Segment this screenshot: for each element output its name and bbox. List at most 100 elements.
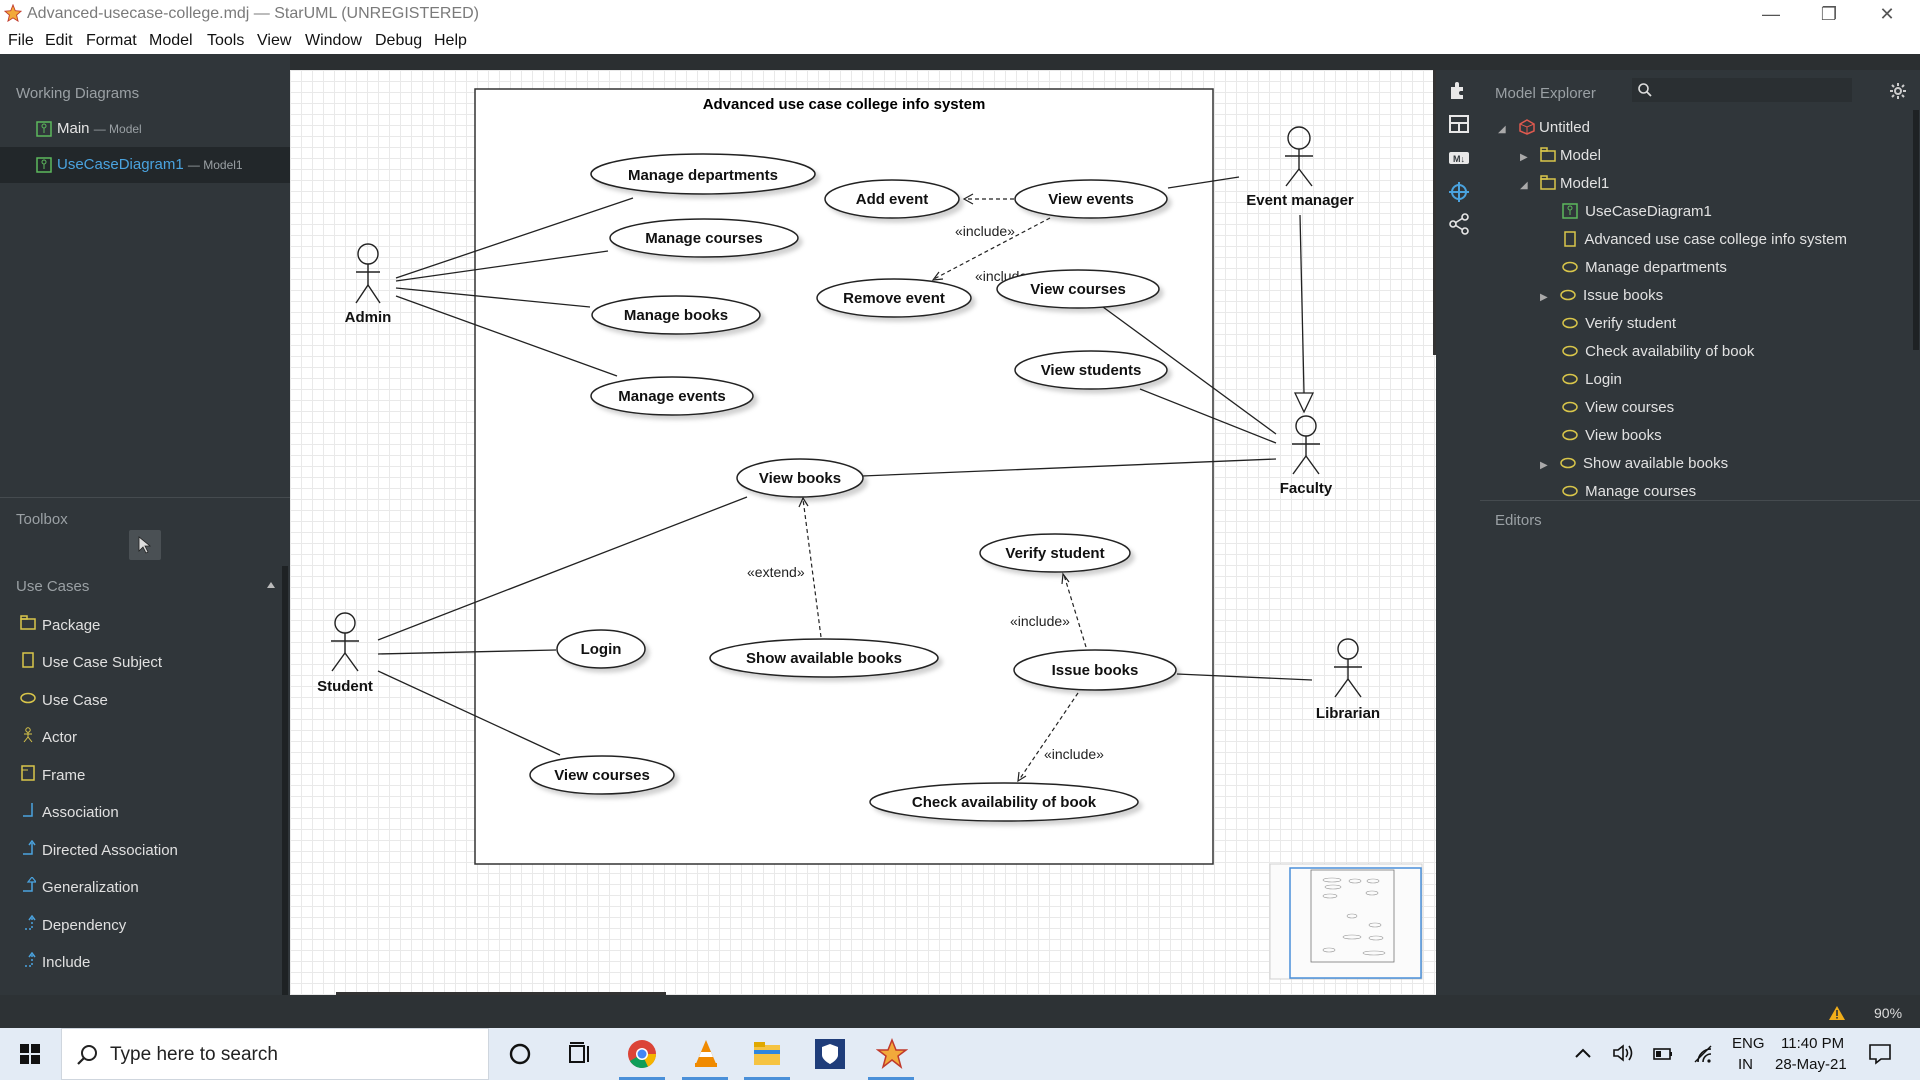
language-indicator-line2[interactable]: IN xyxy=(1738,1056,1753,1073)
menu-debug[interactable]: Debug xyxy=(375,32,423,49)
clock-time[interactable]: 11:40 PM xyxy=(1781,1035,1845,1052)
collapse-up-icon[interactable] xyxy=(266,580,276,590)
chevron-up-icon[interactable] xyxy=(1574,1046,1592,1060)
file-explorer-icon[interactable] xyxy=(751,1038,783,1070)
association-line[interactable] xyxy=(395,197,634,279)
layout-icon[interactable] xyxy=(1448,113,1470,135)
menu-help[interactable]: Help xyxy=(434,32,467,49)
tree-item-manage-departments[interactable]: Manage departments xyxy=(1562,259,1727,276)
windows-start-icon[interactable] xyxy=(20,1044,40,1064)
usecase-add-event[interactable] xyxy=(824,179,960,219)
extend-line[interactable] xyxy=(802,498,822,638)
usecase-view-students[interactable] xyxy=(1014,350,1168,390)
zoom-level[interactable]: 90% xyxy=(1874,1005,1903,1021)
minimize-button[interactable]: — xyxy=(1762,4,1780,24)
association-line[interactable] xyxy=(377,670,561,756)
tool-dependency[interactable]: Dependency xyxy=(0,907,280,943)
tree-item-check-availability[interactable]: Check availability of book xyxy=(1562,343,1754,360)
usecase-login[interactable] xyxy=(556,629,646,669)
staruml-taskbar-icon[interactable] xyxy=(876,1038,908,1070)
taskbar-search-box[interactable]: Type here to search xyxy=(61,1028,489,1080)
association-line[interactable] xyxy=(861,458,1277,477)
markdown-icon[interactable]: M↓ xyxy=(1448,147,1470,169)
tree-item-show-available-books[interactable]: ▶ Show available books xyxy=(1540,455,1728,472)
actor-librarian[interactable] xyxy=(1334,638,1362,698)
tree-item-manage-courses[interactable]: Manage courses xyxy=(1562,483,1696,500)
menu-format[interactable]: Format xyxy=(86,32,137,49)
close-button[interactable]: ✕ xyxy=(1879,4,1895,24)
crosshair-icon[interactable] xyxy=(1448,181,1470,203)
volume-icon[interactable] xyxy=(1612,1043,1634,1063)
usecase-manage-departments[interactable] xyxy=(590,153,816,195)
usecase-view-events[interactable] xyxy=(1014,179,1168,219)
defender-icon[interactable] xyxy=(814,1038,846,1070)
tool-association[interactable]: Association xyxy=(0,794,280,830)
tree-item-login[interactable]: Login xyxy=(1562,371,1622,388)
horizontal-scrollbar[interactable] xyxy=(336,992,666,995)
cortana-icon[interactable] xyxy=(504,1038,536,1070)
usecase-remove-event[interactable] xyxy=(816,278,972,318)
gear-icon[interactable] xyxy=(1890,83,1906,99)
collapsed-arrow-icon[interactable]: ▶ xyxy=(1540,292,1548,303)
maximize-button[interactable]: ❐ xyxy=(1820,4,1838,24)
chrome-icon[interactable] xyxy=(626,1038,658,1070)
collapsed-arrow-icon[interactable]: ▶ xyxy=(1540,460,1548,471)
usecase-view-courses-student[interactable] xyxy=(529,755,675,795)
association-line[interactable] xyxy=(395,295,618,377)
association-line[interactable] xyxy=(1139,388,1277,444)
include-line[interactable] xyxy=(1018,692,1079,781)
association-line[interactable] xyxy=(1167,176,1240,189)
share-icon[interactable] xyxy=(1448,213,1470,235)
vlc-icon[interactable] xyxy=(690,1038,722,1070)
toolbox-scrollbar[interactable] xyxy=(282,566,288,998)
minimap[interactable] xyxy=(1269,863,1423,980)
diagram-canvas[interactable]: Advanced use case college info system xyxy=(290,70,1436,995)
tool-package[interactable]: Package xyxy=(0,607,280,643)
tree-item-view-courses[interactable]: View courses xyxy=(1562,399,1674,416)
generalization-line[interactable] xyxy=(1299,214,1305,394)
warning-icon[interactable] xyxy=(1828,1005,1846,1021)
tree-item-untitled[interactable]: ◢ Untitled xyxy=(1498,119,1590,136)
tool-directed-association[interactable]: Directed Association xyxy=(0,832,280,868)
usecase-issue-books[interactable] xyxy=(1013,649,1177,691)
actor-faculty[interactable] xyxy=(1292,415,1320,475)
include-line[interactable] xyxy=(933,217,1051,280)
tree-item-model1[interactable]: ◢ Model1 xyxy=(1520,175,1609,192)
tree-item-subject[interactable]: Advanced use case college info system xyxy=(1562,231,1847,248)
battery-icon[interactable] xyxy=(1652,1044,1674,1062)
actor-admin[interactable] xyxy=(355,243,381,304)
association-line[interactable] xyxy=(1176,673,1313,681)
select-tool-button[interactable] xyxy=(129,530,161,560)
menu-model[interactable]: Model xyxy=(149,32,193,49)
association-line[interactable] xyxy=(395,250,609,282)
tree-item-view-books[interactable]: View books xyxy=(1562,427,1662,444)
usecase-manage-courses[interactable] xyxy=(609,218,799,258)
association-line[interactable] xyxy=(377,496,748,641)
usecase-manage-events[interactable] xyxy=(590,376,754,416)
collapsed-arrow-icon[interactable]: ▶ xyxy=(1520,152,1528,163)
tree-item-verify-student[interactable]: Verify student xyxy=(1562,315,1676,332)
actor-student[interactable] xyxy=(331,612,359,672)
association-line[interactable] xyxy=(377,649,557,655)
toolbox-section-usecases[interactable]: Use Cases xyxy=(16,578,90,595)
working-diagram-usecase1[interactable]: UseCaseDiagram1 — Model1 xyxy=(0,147,290,183)
usecase-view-courses-faculty[interactable] xyxy=(996,269,1160,309)
clock-date[interactable]: 28-May-21 xyxy=(1775,1056,1847,1073)
menu-file[interactable]: File xyxy=(8,32,34,49)
menu-edit[interactable]: Edit xyxy=(45,32,73,49)
tree-item-issue-books[interactable]: ▶ Issue books xyxy=(1540,287,1663,304)
usecase-verify-student[interactable] xyxy=(979,533,1131,573)
association-line[interactable] xyxy=(1102,306,1277,435)
tree-item-model[interactable]: ▶ Model xyxy=(1520,147,1601,164)
vertical-scrollbar[interactable] xyxy=(1433,70,1436,355)
working-diagram-main[interactable]: Main — Model xyxy=(0,111,290,147)
tool-use-case[interactable]: Use Case xyxy=(0,682,280,718)
model-search-input[interactable] xyxy=(1632,78,1852,102)
extensions-icon[interactable] xyxy=(1448,79,1470,101)
tool-frame[interactable]: Frame xyxy=(0,757,280,793)
menu-tools[interactable]: Tools xyxy=(207,32,245,49)
usecase-manage-books[interactable] xyxy=(591,295,761,335)
tool-include[interactable]: Include xyxy=(0,944,280,980)
actor-event-manager[interactable] xyxy=(1285,126,1313,187)
expanded-arrow-icon[interactable]: ◢ xyxy=(1498,124,1506,135)
